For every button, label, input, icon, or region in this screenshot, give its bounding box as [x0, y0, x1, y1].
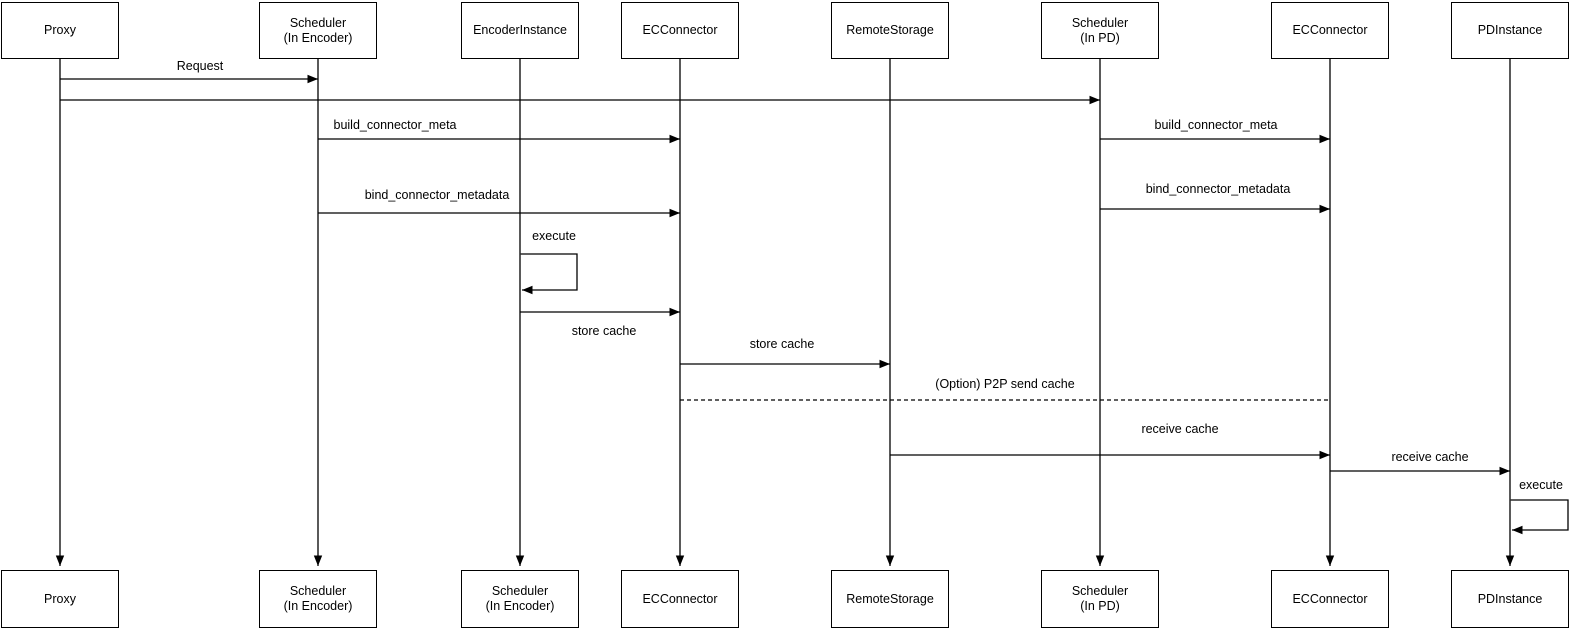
participant-label-line: PDInstance [1477, 591, 1543, 606]
participant-label-line: Scheduler [289, 584, 347, 598]
participant-bottom-proxy: Proxy [1, 570, 119, 628]
participant-top-remote-storage: RemoteStorage [831, 2, 949, 59]
participant-bottom-ec-connector-encoder: ECConnector [621, 570, 739, 628]
participant-label-line: (In PD) [1080, 30, 1120, 45]
self-loop-execute-encoder [520, 253, 578, 295]
participant-label-line: (In Encoder) [485, 599, 555, 613]
participant-bottom-encoder-instance: Scheduler(In Encoder) [461, 570, 579, 628]
message-label-bind-connector-metadata-pd: bind_connector_metadata [1145, 182, 1291, 196]
message-label-store-cache-to-ecconnector: store cache [571, 324, 637, 338]
participant-top-proxy: Proxy [1, 2, 119, 59]
self-loop-label-execute-encoder: execute [532, 229, 576, 243]
participant-label-line: (In Encoder) [283, 30, 353, 45]
participant-label-line: Scheduler [1071, 15, 1129, 30]
participant-top-scheduler-in-pd: Scheduler(In PD) [1041, 2, 1159, 59]
participant-bottom-scheduler-in-pd: Scheduler(In PD) [1041, 570, 1159, 628]
participant-top-scheduler-in-encoder: Scheduler(In Encoder) [259, 2, 377, 59]
participant-bottom-scheduler-in-encoder: Scheduler(In Encoder) [259, 570, 377, 628]
message-label-p2p-send-cache: (Option) P2P send cache [935, 377, 1075, 391]
participant-label-line: ECConnector [1292, 23, 1368, 37]
message-label-request: Request [176, 59, 224, 73]
message-label-build-connector-meta-pd: build_connector_meta [1154, 118, 1278, 132]
self-loop-label-execute-pd: execute [1519, 478, 1563, 492]
participant-label-line: RemoteStorage [846, 591, 934, 606]
participant-label-line: RemoteStorage [846, 23, 934, 37]
message-label-store-cache-to-remotestorage: store cache [749, 337, 815, 351]
message-label-build-connector-meta-encoder: build_connector_meta [333, 118, 457, 132]
participant-label-line: Proxy [44, 591, 76, 606]
participant-label-line: (In Encoder) [283, 599, 353, 613]
participant-label-line: Scheduler [289, 15, 347, 30]
participant-bottom-pd-instance: PDInstance [1451, 570, 1569, 628]
participant-top-encoder-instance: EncoderInstance [461, 2, 579, 59]
participant-label-line: Scheduler [491, 584, 549, 598]
message-label-receive-cache-to-ecconnector: receive cache [1141, 422, 1219, 436]
self-loop-execute-pd [1510, 499, 1569, 535]
participant-bottom-remote-storage: RemoteStorage [831, 570, 949, 628]
message-label-receive-cache-to-pdinstance: receive cache [1391, 450, 1469, 464]
participant-top-pd-instance: PDInstance [1451, 2, 1569, 59]
participant-label-line: PDInstance [1477, 23, 1543, 37]
participant-label-line: (In PD) [1080, 599, 1120, 613]
participant-top-ec-connector-encoder: ECConnector [621, 2, 739, 59]
message-label-bind-connector-metadata-encoder: bind_connector_metadata [364, 188, 510, 202]
participant-label-line: ECConnector [642, 23, 718, 37]
participant-label-line: Proxy [44, 23, 76, 37]
participant-label-line: ECConnector [1292, 591, 1368, 606]
participant-label-line: EncoderInstance [473, 23, 567, 37]
participant-label-line: ECConnector [642, 591, 718, 606]
participant-top-ec-connector-pd: ECConnector [1271, 2, 1389, 59]
participant-label-line: Scheduler [1071, 584, 1129, 598]
participant-bottom-ec-connector-pd: ECConnector [1271, 570, 1389, 628]
